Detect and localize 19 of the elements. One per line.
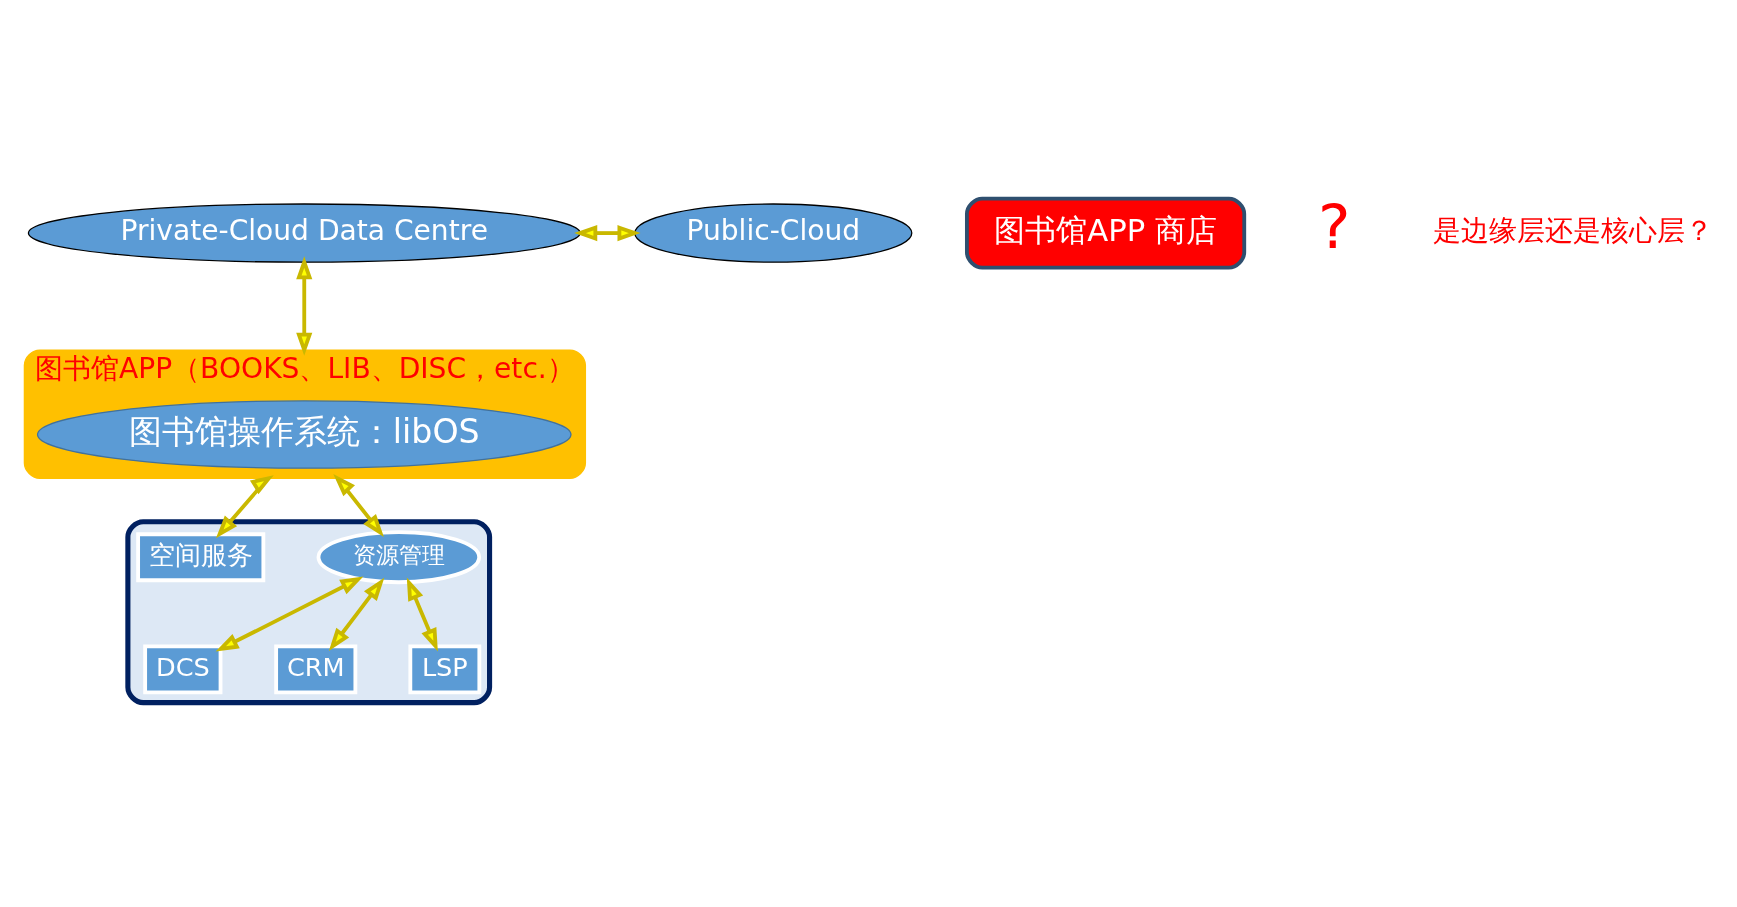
arrow	[215, 576, 364, 652]
node-box: 图书馆APP 商店	[965, 196, 1247, 270]
node-box: LSP	[408, 644, 482, 695]
label: ?	[1318, 191, 1351, 263]
node-box: CRM	[274, 644, 358, 695]
arrow	[574, 225, 641, 242]
node-ellipse: Public-Cloud	[634, 203, 913, 263]
node-box: DCS	[143, 644, 223, 695]
node-box: 空间服务	[136, 532, 266, 583]
arrow	[215, 475, 274, 539]
label: 是边缘层还是核心层？	[1433, 214, 1714, 248]
node-ellipse: 图书馆操作系统：libOS	[36, 400, 572, 469]
arrow	[296, 256, 313, 356]
cluster	[125, 519, 493, 706]
node-ellipse: Private-Cloud Data Centre	[27, 203, 581, 263]
arrow	[406, 577, 438, 652]
node-ellipse: 资源管理	[316, 530, 482, 585]
arrow	[333, 474, 384, 537]
arrow	[328, 577, 385, 651]
